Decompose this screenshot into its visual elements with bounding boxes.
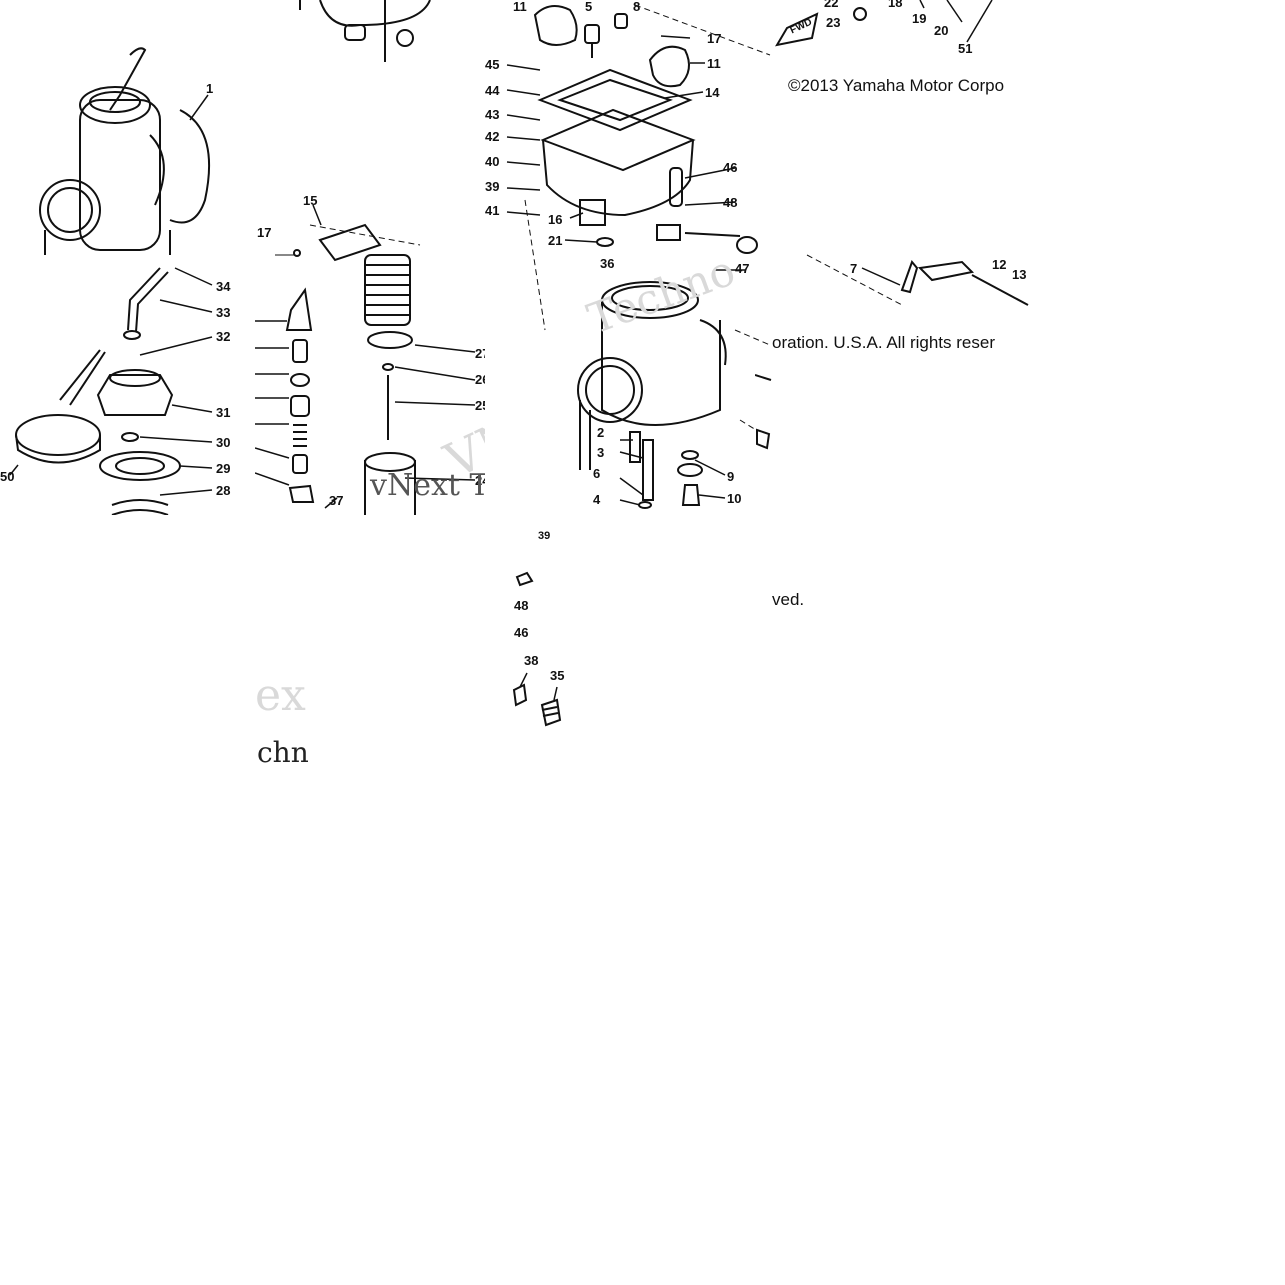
callout-42: 42	[485, 129, 500, 144]
callout-22: 22	[824, 0, 839, 10]
side-parts-drawing	[755, 374, 772, 450]
callout-44: 44	[485, 83, 500, 98]
callout-19: 19	[912, 11, 927, 26]
callout-48: 48	[723, 195, 738, 210]
callout-7: 7	[850, 261, 858, 276]
needle-piston-drawing	[255, 204, 476, 515]
carburetor-drawing-left	[9, 47, 213, 515]
callout-28: 28	[216, 483, 231, 498]
callout-11b: 11	[707, 56, 721, 71]
callout-37: 37	[329, 493, 344, 508]
callout-43: 43	[485, 107, 500, 122]
callout-48b: 48	[514, 598, 529, 613]
watermark-ex: ex	[255, 670, 306, 721]
jet-parts-tile: 39 48 46 38 35	[512, 515, 572, 730]
callout-29: 29	[216, 461, 231, 476]
copyright-line-2: oration. U.S.A. All rights reser	[772, 333, 995, 352]
copyright-line-1: ©2013 Yamaha Motor Corpo	[788, 76, 1005, 95]
callout-17b: 17	[707, 31, 722, 46]
callout-15: 15	[303, 193, 318, 208]
callout-3: 3	[597, 445, 605, 460]
callout-14: 14	[705, 85, 720, 100]
callout-16: 16	[548, 212, 563, 227]
callout-20: 20	[934, 23, 949, 38]
callout-4: 4	[593, 492, 601, 507]
copyright-tile: FWD 22 23 18 19 20 51 7 12 13 ©2013 Yama…	[772, 0, 1030, 360]
callout-39b: 39	[538, 530, 551, 542]
carburetor-assembly-tile-left: 1 34 33 32 31 30 29 28 50	[0, 0, 255, 515]
callout-34: 34	[216, 279, 231, 294]
callout-39: 39	[485, 179, 500, 194]
callout-32: 32	[216, 329, 231, 344]
callout-17: 17	[257, 225, 272, 240]
float-chamber-fragment-tile	[290, 0, 440, 70]
callout-46b: 46	[514, 625, 529, 640]
callout-1: 1	[206, 81, 214, 96]
callout-38: 38	[524, 653, 539, 668]
callout-40: 40	[485, 154, 500, 169]
callout-13: 13	[1012, 267, 1027, 282]
callout-23: 23	[826, 15, 841, 30]
callout-5: 5	[585, 0, 593, 14]
watermark-fragment-tile: ex chn	[255, 670, 313, 775]
callout-11a: 11	[513, 0, 527, 14]
watermark-vnext: vNext Te	[370, 468, 505, 503]
callout-45: 45	[485, 57, 500, 72]
callout-10: 10	[727, 491, 742, 506]
callout-41: 41	[485, 203, 500, 218]
jet-parts-drawing	[512, 571, 562, 727]
callout-31: 31	[216, 405, 231, 420]
callout-21: 21	[548, 233, 563, 248]
callout-47: 47	[735, 261, 750, 276]
watermark-chn: chn	[257, 736, 309, 769]
callout-36: 36	[600, 256, 615, 271]
callout-33: 33	[216, 305, 231, 320]
callout-2: 2	[597, 425, 605, 440]
callout-50: 50	[0, 469, 15, 484]
callout-51: 51	[958, 41, 973, 56]
side-parts-tile	[755, 360, 773, 515]
callout-9: 9	[727, 469, 735, 484]
callout-30: 30	[216, 435, 231, 450]
callout-8: 8	[633, 0, 641, 14]
callout-12: 12	[992, 257, 1007, 272]
needle-piston-tile: 15 17 27 26 25 24 37 vNext Te VN	[255, 190, 515, 515]
callout-6: 6	[593, 466, 601, 481]
float-chamber-drawing	[299, 0, 431, 62]
copyright-line-3: ved.	[772, 590, 805, 609]
carburetor-body-tile-right: 11 5 8 17 11 14 45 44 43 42 40 39 41 46 …	[485, 0, 772, 515]
fwd-parts-drawing	[775, 0, 1029, 306]
callout-35: 35	[550, 668, 565, 683]
callout-18: 18	[888, 0, 903, 10]
callout-46: 46	[723, 160, 738, 175]
